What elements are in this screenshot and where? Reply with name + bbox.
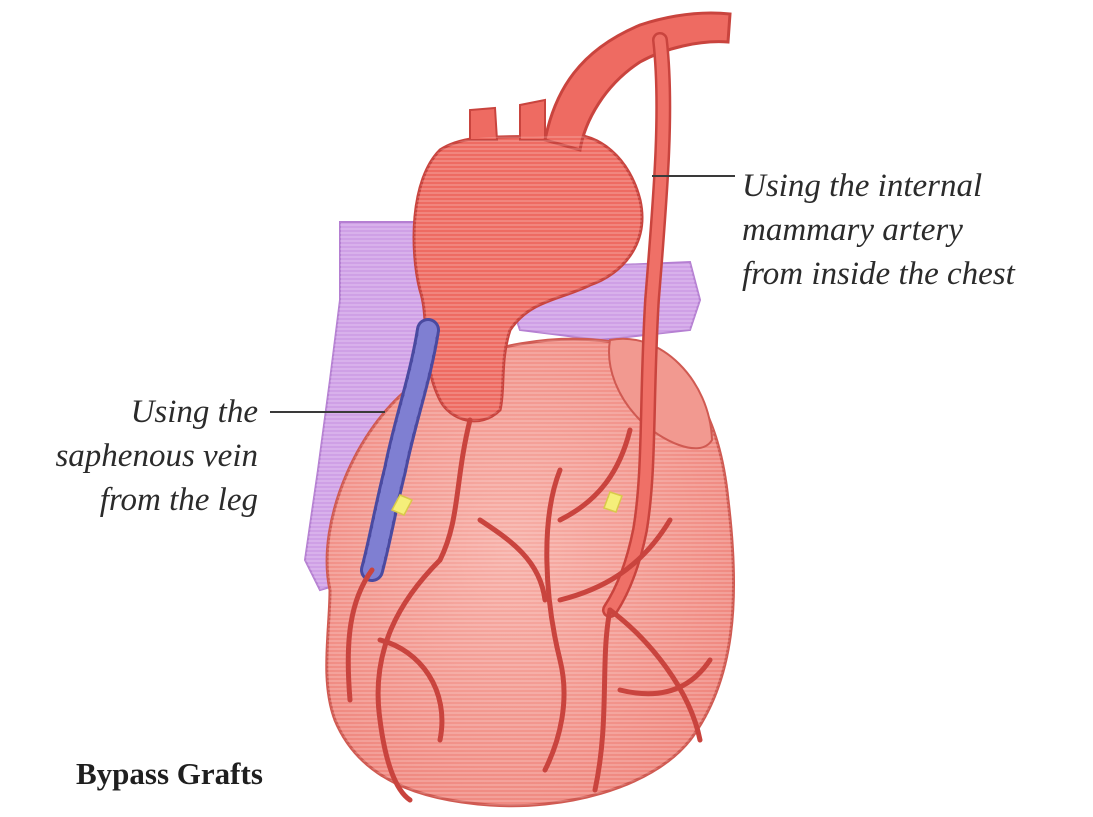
heart — [327, 339, 734, 806]
callout-internal-mammary: Using the internal mammary artery from i… — [742, 164, 1015, 296]
callout-line: saphenous vein — [55, 434, 258, 478]
callout-line: Using the internal — [742, 164, 1015, 208]
callout-saphenous-vein: Using the saphenous vein from the leg — [55, 390, 258, 522]
callout-line: Using the — [55, 390, 258, 434]
callout-line: from inside the chest — [742, 252, 1015, 296]
callout-line: from the leg — [55, 478, 258, 522]
figure-title: Bypass Grafts — [76, 756, 263, 792]
callout-line: mammary artery — [742, 208, 1015, 252]
